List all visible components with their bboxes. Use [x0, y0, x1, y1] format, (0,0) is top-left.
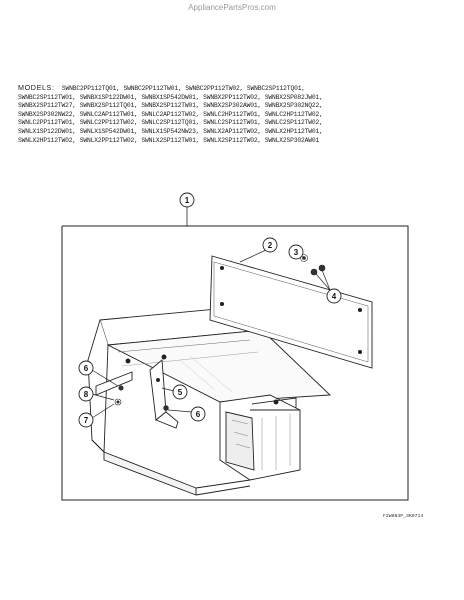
callout-labels: 1 2 3 4 5 6 6 7 8: [84, 196, 337, 425]
callout-5: 5: [178, 388, 183, 397]
models-line: SWNLX1SP122DW01, SWNLX1SP542DW01, SWNLX1…: [18, 127, 323, 135]
callout-6: 6: [196, 410, 201, 419]
leader-lines: [91, 249, 331, 419]
models-line: SWNLX2HP112TW02, SWNLX2PP112TW02, SWNLX2…: [18, 136, 320, 144]
assembly-boundary: [61, 225, 409, 501]
models-line: SWNBX2SP112TW27, SWNBX2SP112TQ01, SWNBX2…: [18, 102, 323, 110]
callout-3: 3: [294, 248, 299, 257]
callout-2: 2: [268, 241, 273, 250]
models-line: SWNBC2PP112TQ01, SWNBC2PP112TW01, SWNBC2…: [61, 85, 305, 92]
models-line: SWNLC2PP112TW01, SWNLC2PP112TW02, SWNLC2…: [18, 119, 323, 127]
models-heading: MODELS:: [18, 83, 55, 92]
callout-7: 7: [84, 416, 89, 425]
models-line: SWNBC2SP112TW01, SWNBX1SP122DW01, SWNBX1…: [18, 93, 323, 101]
bracket-part: [149, 359, 179, 429]
models-list: MODELS: SWNBC2PP112TQ01, SWNBC2PP112TW01…: [18, 83, 452, 145]
callout-1: 1: [185, 196, 190, 205]
watermark: AppliancePartsPros.com: [188, 3, 276, 12]
figure-code: F2W8N3P_3K0714: [383, 514, 424, 519]
rear-panel-part: [209, 255, 373, 369]
callout-6: 6: [84, 364, 89, 373]
callout-circles: [78, 192, 342, 428]
callout-8: 8: [84, 390, 89, 399]
callout-4: 4: [332, 292, 337, 301]
models-line: SWNBX2SP302NW22, SWNLC2AP112TW01, SWNLC2…: [18, 110, 323, 118]
frame-assembly: [87, 304, 332, 496]
